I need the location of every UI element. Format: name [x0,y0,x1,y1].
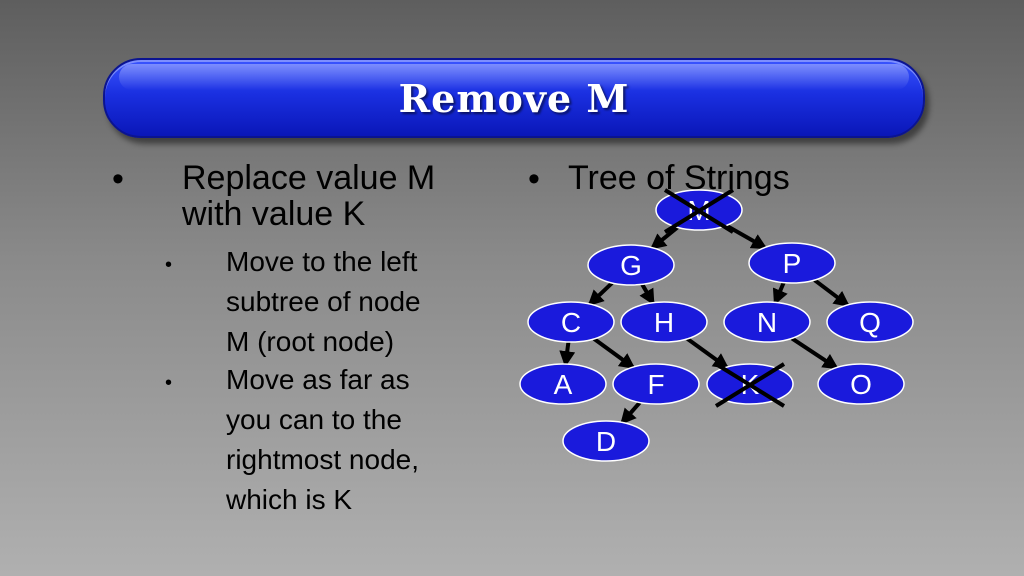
tree-node-d: D [562,420,650,462]
edge-P-Q [813,278,851,307]
edge-C-F [592,337,636,370]
node-label: A [554,369,573,400]
tree-nodes: MGPCHNQAFKOD [519,189,914,462]
node-label: C [561,307,581,338]
edge-M-G [649,225,679,250]
node-label: H [654,307,674,338]
edge-H-K [686,337,730,370]
node-label: F [647,369,664,400]
cross-line [663,188,735,234]
tree-node-q: Q [826,301,914,343]
bullet-line: Replace value M [182,159,436,197]
tree-node-h: H [620,301,708,343]
node-label: D [596,426,616,457]
node-ellipse [587,244,675,286]
sub-bullet-text-move-left: Move to the left subtree of node M (root… [226,242,486,362]
tree-node-f: F [612,363,700,405]
node-ellipse [817,363,905,405]
node-ellipse [562,420,650,462]
node-label: G [620,250,642,281]
tree-node-n: N [723,301,811,343]
node-ellipse [748,242,836,284]
node-label: Q [859,307,881,338]
edge-N-O [790,336,839,370]
node-label: N [757,307,777,338]
node-ellipse [826,301,914,343]
sub-bullet-line: subtree of node [226,286,421,317]
sub-bullet-line: Move as far as [226,364,410,395]
sub-bullet-line: rightmost node, [226,444,419,475]
node-ellipse [519,363,607,405]
node-ellipse [620,301,708,343]
node-label: P [783,248,802,279]
edge-P-N [772,281,788,306]
tree-node-a: A [519,363,607,405]
edge-C-A [559,341,576,368]
sub-bullet-line: M (root node) [226,326,395,357]
sub-bullet-line: Move to the left [226,246,418,277]
cross-mark-m [663,188,735,234]
node-label: O [850,369,872,400]
node-ellipse [612,363,700,405]
sub-bullet-dot: • [165,372,173,394]
edge-G-H [639,283,655,306]
edge-G-C [587,281,614,307]
tree-node-g: G [587,244,675,286]
cross-marks [663,188,786,408]
tree-node-p: P [748,242,836,284]
cross-mark-k [714,362,786,408]
bullet-dot: • [112,160,124,198]
sub-bullet-line: you can to the [226,404,402,435]
tree-edges [559,223,851,425]
sub-bullet-text-move-far: Move as far as you can to the rightmost … [226,360,486,520]
edge-F-D [620,401,642,425]
bullet-text-tree-of-strings: Tree of Strings [568,159,790,197]
edge-M-P [725,223,768,250]
tree-node-o: O [817,363,905,405]
bullet-text-replace: Replace value M with value K [182,160,502,232]
node-ellipse [527,301,615,343]
slide-title: Remove M [398,75,630,121]
bullet-dot: • [528,160,540,198]
bullet-line: with value K [182,195,366,233]
tree-node-c: C [527,301,615,343]
cross-line [714,362,786,408]
node-ellipse [723,301,811,343]
sub-bullet-dot: • [165,254,173,276]
title-bar: Remove M [103,58,925,138]
sub-bullet-line: which is K [226,484,353,515]
